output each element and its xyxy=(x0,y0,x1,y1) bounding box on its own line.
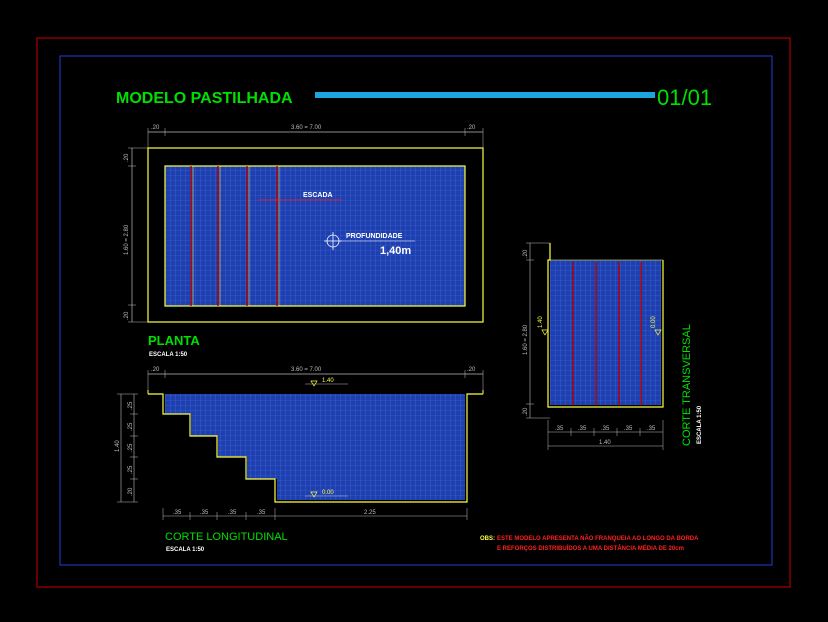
long-vdim-step-4: .25 xyxy=(128,465,134,474)
plan-dim-mid: 3.60 = 7.00 xyxy=(291,125,322,131)
cross-section: .20 1.60 = 2.80 .20 1.40 0.00 xyxy=(523,242,703,450)
cross-bottom-step-5: .35 xyxy=(647,426,656,432)
level-top-icon xyxy=(310,380,318,387)
plan-view: .20 3.60 = 7.00 .20 .20 1.60 = 2.80 .20 xyxy=(124,125,484,358)
sheet-number: 01/01 xyxy=(657,85,712,110)
long-level-bottom: 0.00 xyxy=(322,490,334,496)
outer-frame xyxy=(36,37,791,588)
cross-section-title: CORTE TRANSVERSAL xyxy=(681,324,693,446)
long-section-scale: ESCALA 1:50 xyxy=(166,547,205,553)
observation-note: OBS: ESTE MODELO APRESENTA NÃO FRANQUEIA… xyxy=(480,535,699,552)
plan-vdim-top: .20 xyxy=(124,153,130,162)
plan-scale: ESCALA 1:50 xyxy=(149,352,188,358)
long-vdim-total: 1.40 xyxy=(115,440,121,452)
drawing-title: MODELO PASTILHADA xyxy=(116,90,293,107)
long-dim-mid: 3.60 = 7.00 xyxy=(291,367,322,373)
long-section-outline xyxy=(148,393,483,503)
long-bottom-step-2: .35 xyxy=(200,510,209,516)
title-bar xyxy=(315,92,655,98)
note-line-1: ESTE MODELO APRESENTA NÃO FRANQUEIA AO L… xyxy=(497,535,699,542)
cross-level-left-icon xyxy=(541,329,549,336)
plan-deck-outline xyxy=(147,147,484,323)
cross-bottom-total: 1.40 xyxy=(599,440,611,446)
plan-vdim-bottom: .20 xyxy=(124,311,130,320)
note-prefix: OBS: xyxy=(480,536,495,542)
depth-value: 1,40m xyxy=(380,245,411,257)
inner-frame xyxy=(59,55,773,566)
cross-vdim-bottom: .20 xyxy=(523,407,529,416)
plan-dim-right: .20 xyxy=(467,125,476,131)
cross-vdim-top: .20 xyxy=(523,249,529,258)
plan-dim-left: .20 xyxy=(151,125,160,131)
depth-marker-icon xyxy=(324,232,342,250)
long-vdim-step-5: .20 xyxy=(128,487,134,496)
cross-bottom-step-4: .35 xyxy=(624,426,633,432)
long-dim-left: .20 xyxy=(151,367,160,373)
longitudinal-section: .20 3.60 = 7.00 .20 1.40 0.00 .25 .25 .2… xyxy=(115,367,484,553)
note-line-2: E REFORÇOS DISTRIBUÍDOS A UMA DISTÂNCIA … xyxy=(497,544,684,552)
cross-bottom-step-1: .35 xyxy=(555,426,564,432)
cross-vdim-mid: 1.60 = 2.80 xyxy=(523,324,529,355)
cross-level-right: 0.00 xyxy=(651,316,657,328)
cross-level-left: 1.40 xyxy=(538,316,544,328)
plan-vdim-mid: 1.60 = 2.80 xyxy=(124,224,130,255)
plan-pool-tiles xyxy=(164,165,466,307)
long-vdim-step-1: .25 xyxy=(128,401,134,410)
cross-pool-tiles xyxy=(550,260,661,405)
long-bottom-step-1: .35 xyxy=(173,510,182,516)
long-bottom-rest: 2.25 xyxy=(364,510,376,516)
plan-title: PLANTA xyxy=(148,333,200,348)
cross-section-outline xyxy=(547,243,664,408)
long-vdim-step-3: .25 xyxy=(128,443,134,452)
long-section-title: CORTE LONGITUDINAL xyxy=(165,531,288,543)
stairs-label: ESCADA xyxy=(303,192,333,199)
long-bottom-step-4: .35 xyxy=(257,510,266,516)
cross-section-scale: ESCALA 1:50 xyxy=(697,405,703,444)
long-vdim-step-2: .25 xyxy=(128,422,134,431)
level-bottom-icon xyxy=(310,491,318,498)
depth-label: PROFUNDIDADE xyxy=(346,233,403,240)
long-dim-right: .20 xyxy=(467,367,476,373)
long-bottom-step-3: .35 xyxy=(228,510,237,516)
cross-bottom-step-3: .35 xyxy=(601,426,610,432)
cross-bottom-step-2: .35 xyxy=(578,426,587,432)
cross-step-lines xyxy=(572,262,642,405)
cross-level-right-icon xyxy=(654,329,662,336)
plan-stair-lines xyxy=(190,166,278,306)
long-pool-tiles xyxy=(165,394,465,500)
long-level-top: 1.40 xyxy=(322,378,334,384)
